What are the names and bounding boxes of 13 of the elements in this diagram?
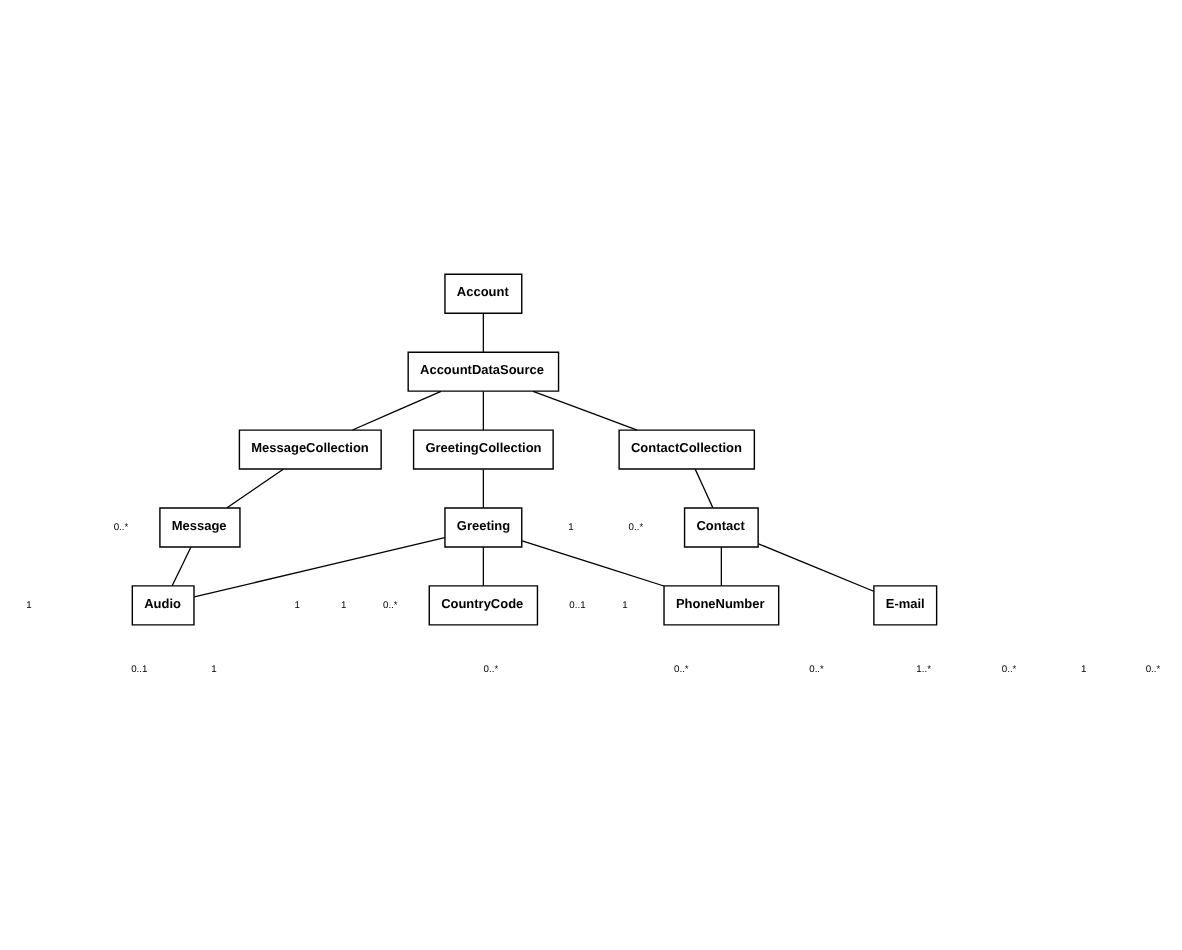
connector xyxy=(171,546,192,587)
connector xyxy=(720,546,722,587)
connector xyxy=(482,546,484,587)
connector xyxy=(694,468,714,509)
connector xyxy=(351,390,442,431)
connector xyxy=(226,468,284,509)
connector xyxy=(482,312,484,353)
connector xyxy=(482,390,484,431)
connector xyxy=(757,543,875,592)
connector xyxy=(193,537,446,598)
connector xyxy=(482,468,484,509)
connector xyxy=(521,540,665,587)
connector xyxy=(532,390,638,431)
